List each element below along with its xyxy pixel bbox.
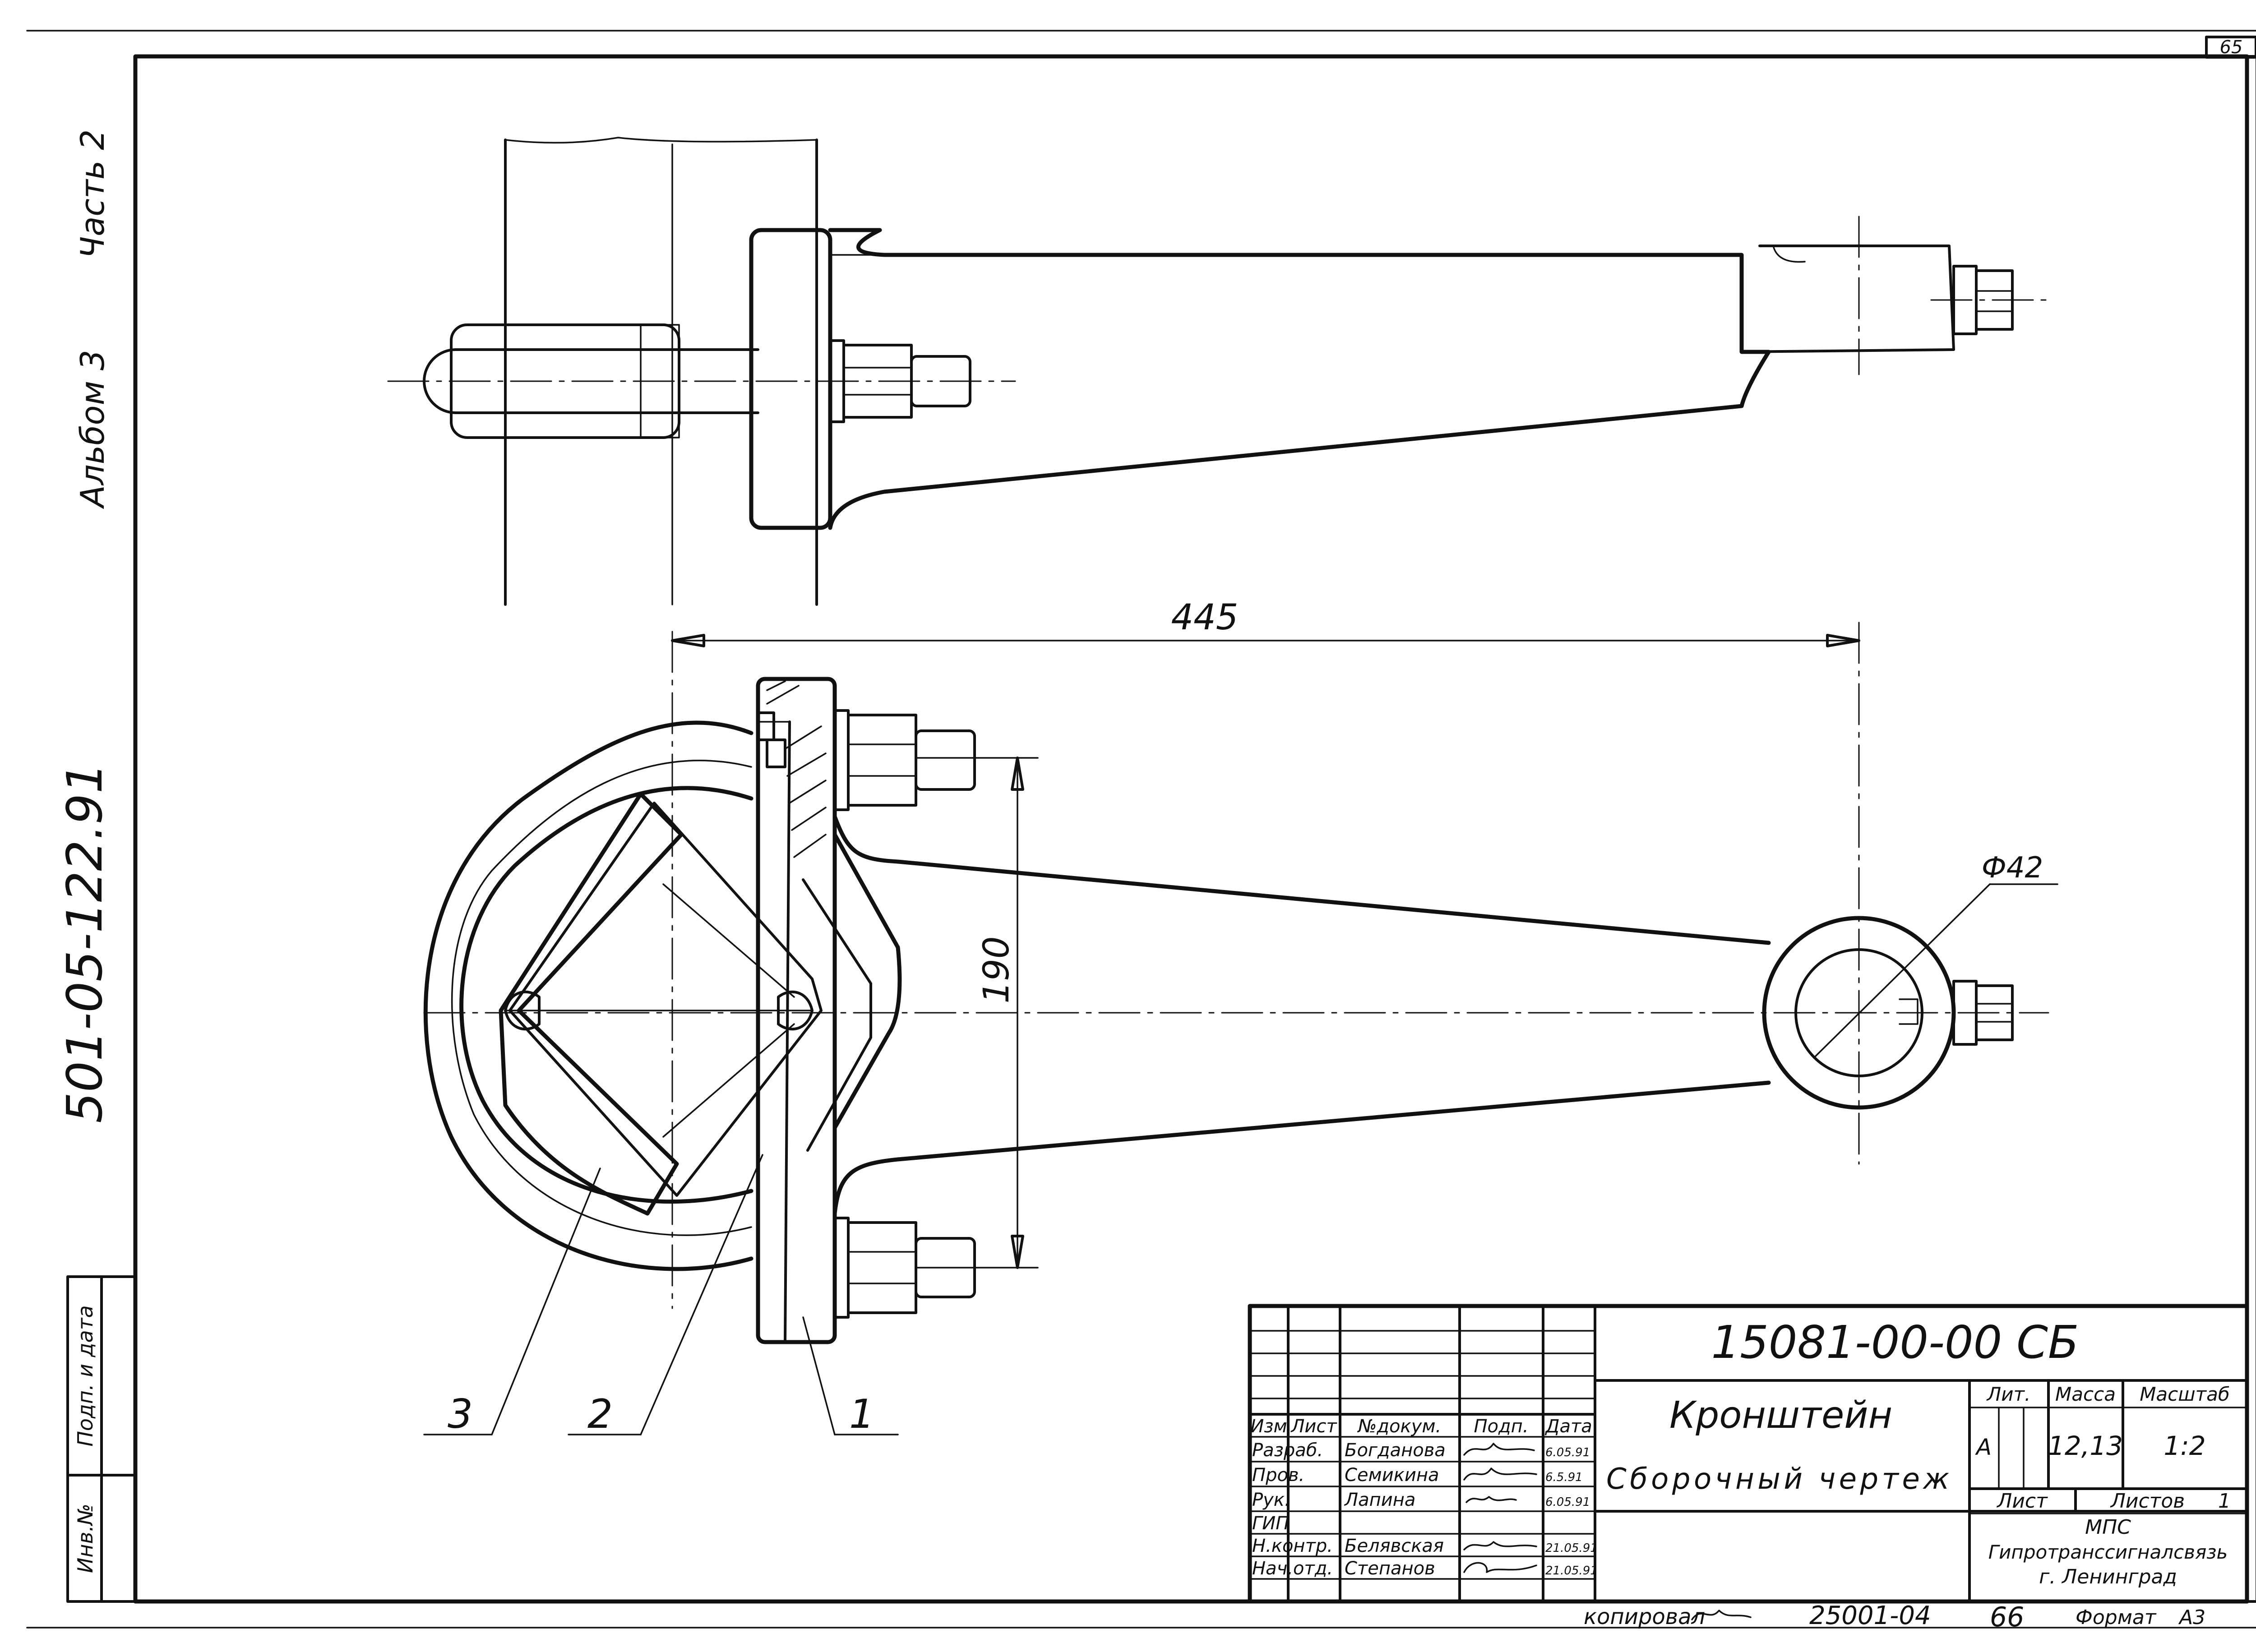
org-line-1: МПС [2085,1516,2131,1539]
page-number: 65 [2220,37,2243,58]
scale-value: 1:2 [2164,1431,2205,1461]
name-5: Белявская [1345,1536,1444,1556]
lit-value: А [1975,1434,1992,1460]
date-2: 6.5.91 [1545,1471,1583,1484]
signature-2 [1463,1467,1537,1481]
mass-value: 12,13 [2048,1431,2123,1461]
format-label: Формат [2076,1606,2157,1629]
dimension-445: 445 [671,597,1860,647]
inventory-label: Инв.№ [73,1504,97,1573]
copier-signature [1691,1610,1752,1620]
date-1: 6.05.91 [1545,1446,1590,1459]
role-5: Н.контр. [1252,1536,1333,1556]
role-2: Пров. [1252,1465,1304,1486]
leader-label-1: 1 [849,1391,874,1437]
date-3: 6.05.91 [1545,1495,1590,1509]
header-scale: Масштаб [2140,1383,2230,1405]
signature-6 [1463,1562,1537,1573]
top-view [387,137,2049,606]
signature-3 [1465,1496,1517,1503]
header-sheet: Лист [1290,1416,1337,1437]
page-number-box [2205,36,2256,59]
header-signature: Подп. [1474,1416,1528,1437]
header-doc-no: №докум. [1357,1416,1441,1437]
name-2: Семикина [1345,1465,1439,1486]
name-3: Лапина [1344,1490,1415,1510]
header-lit: Лит. [1986,1383,2031,1405]
leader-label-3: 3 [448,1391,473,1437]
series-label: 501-05-122.91 [57,762,113,1123]
role-4: ГИП [1252,1513,1289,1534]
document-code: 15081-00-00 СБ [1711,1316,2079,1369]
album-label: Альбом 3 [74,350,111,509]
footer-number: 25001-04 [1809,1601,1931,1630]
signature-date-label: Подп. и дата [73,1305,97,1446]
org-line-3: г. Ленинград [2039,1565,2177,1588]
left-stamp: Инв.№ Подп. и дата [66,1275,137,1603]
footer: копировал 25001-04 66 Формат А3 [1584,1601,2205,1633]
header-date: Дата [1544,1416,1592,1437]
role-3: Рук. [1252,1490,1290,1510]
leader-2: 2 [568,1154,763,1437]
leader-1: 1 [802,1316,899,1437]
header-mass: Масса [2055,1383,2116,1405]
doc-type: Сборочный чертеж [1606,1463,1949,1496]
name-1: Богданова [1345,1440,1446,1461]
dimension-190: 190 [915,757,1039,1269]
leader-3: 3 [423,1167,601,1437]
role-6: Нач.отд. [1252,1558,1333,1579]
dim-length: 445 [1171,597,1239,638]
copied-label: копировал [1584,1604,1705,1629]
part-label: Часть 2 [74,129,111,258]
leader-label-2: 2 [587,1391,613,1437]
item-name: Кронштейн [1669,1394,1892,1437]
front-view [423,622,2049,1344]
date-6: 21.05.91 [1545,1564,1598,1578]
header-change: Изм [1250,1416,1287,1437]
signature-5 [1463,1541,1537,1550]
footer-sheet: 66 [1990,1601,2024,1633]
title-block: Изм Лист №докум. Подп. Дата Разраб. Богд… [1248,1304,2249,1604]
dim-height: 190 [976,937,1017,1004]
format-value: А3 [2178,1606,2205,1629]
drawing-frame [133,54,2249,1604]
name-6: Степанов [1345,1558,1435,1579]
sheets-label: Листов [2110,1490,2185,1513]
role-1: Разраб. [1252,1440,1323,1461]
sheet-label: Лист [1996,1490,2048,1513]
date-5: 21.05.91 [1545,1541,1598,1555]
dim-diameter: Ф42 [1982,851,2043,885]
dimension-diameter: Ф42 [1813,851,2058,1059]
org-line-2: Гипротранссигналсвязь [1988,1541,2228,1563]
signature-1 [1463,1443,1535,1456]
sheets-value: 1 [2218,1490,2231,1513]
